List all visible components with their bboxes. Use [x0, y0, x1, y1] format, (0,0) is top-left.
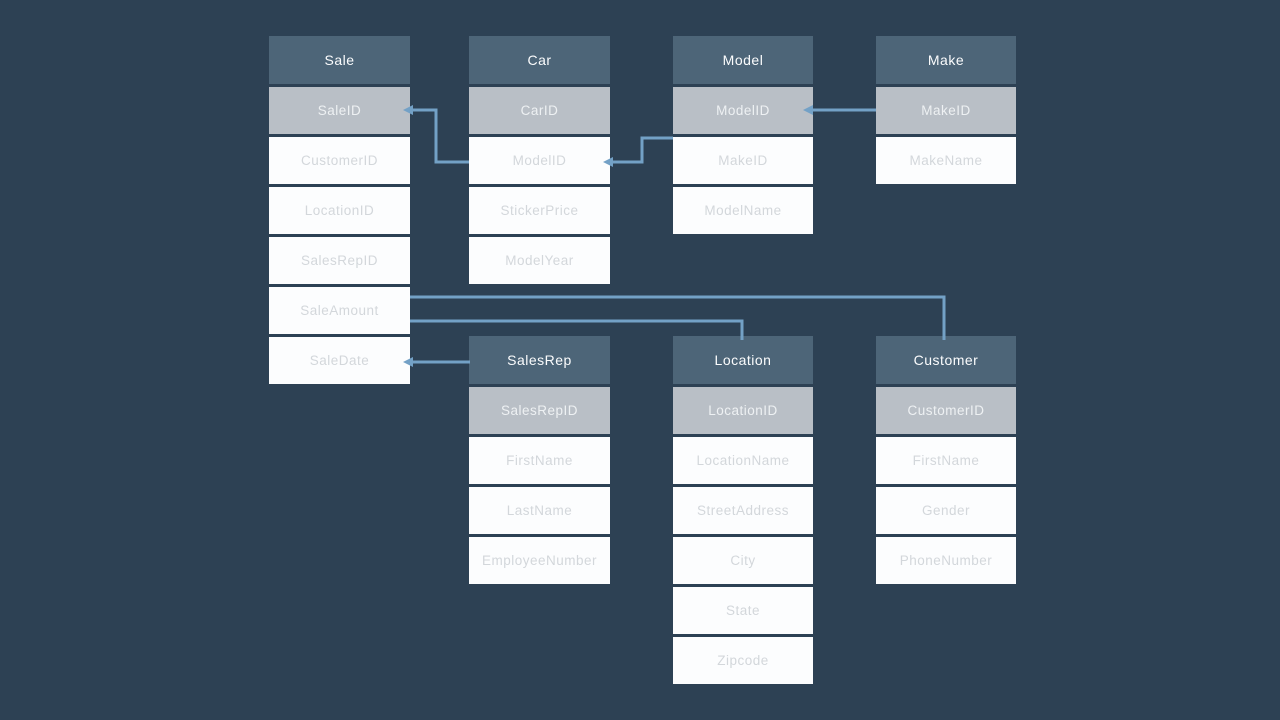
table-field: StickerPrice	[469, 187, 610, 234]
table-title: Car	[469, 36, 610, 84]
table-title: Sale	[269, 36, 410, 84]
table-field: EmployeeNumber	[469, 537, 610, 584]
relationship-sale-to-customer	[410, 295, 946, 340]
primary-key-field: MakeID	[876, 87, 1016, 134]
table-field: LocationName	[673, 437, 813, 484]
table-title: SalesRep	[469, 336, 610, 384]
table-field: LastName	[469, 487, 610, 534]
table-field: FirstName	[469, 437, 610, 484]
table-title: Location	[673, 336, 813, 384]
table-field: Zipcode	[673, 637, 813, 684]
table-field: SaleDate	[269, 337, 410, 384]
table-title: Make	[876, 36, 1016, 84]
table-field: Gender	[876, 487, 1016, 534]
primary-key-field: CustomerID	[876, 387, 1016, 434]
table-field: MakeName	[876, 137, 1016, 184]
table-field: StreetAddress	[673, 487, 813, 534]
table-field: ModelID	[469, 137, 610, 184]
primary-key-field: ModelID	[673, 87, 813, 134]
table-field: State	[673, 587, 813, 634]
table-field: SalesRepID	[269, 237, 410, 284]
table-field: ModelName	[673, 187, 813, 234]
primary-key-field: LocationID	[673, 387, 813, 434]
table-title: Model	[673, 36, 813, 84]
table-field: City	[673, 537, 813, 584]
primary-key-field: SaleID	[269, 87, 410, 134]
table-field: PhoneNumber	[876, 537, 1016, 584]
table-field: LocationID	[269, 187, 410, 234]
table-field: SaleAmount	[269, 287, 410, 334]
relationship-sale-saleid-to-car-modelid	[407, 108, 469, 164]
table-field: ModelYear	[469, 237, 610, 284]
table-title: Customer	[876, 336, 1016, 384]
table-field: MakeID	[673, 137, 813, 184]
table-field: FirstName	[876, 437, 1016, 484]
relationship-car-modelid-to-model	[607, 136, 673, 164]
table-field: CustomerID	[269, 137, 410, 184]
primary-key-field: CarID	[469, 87, 610, 134]
primary-key-field: SalesRepID	[469, 387, 610, 434]
